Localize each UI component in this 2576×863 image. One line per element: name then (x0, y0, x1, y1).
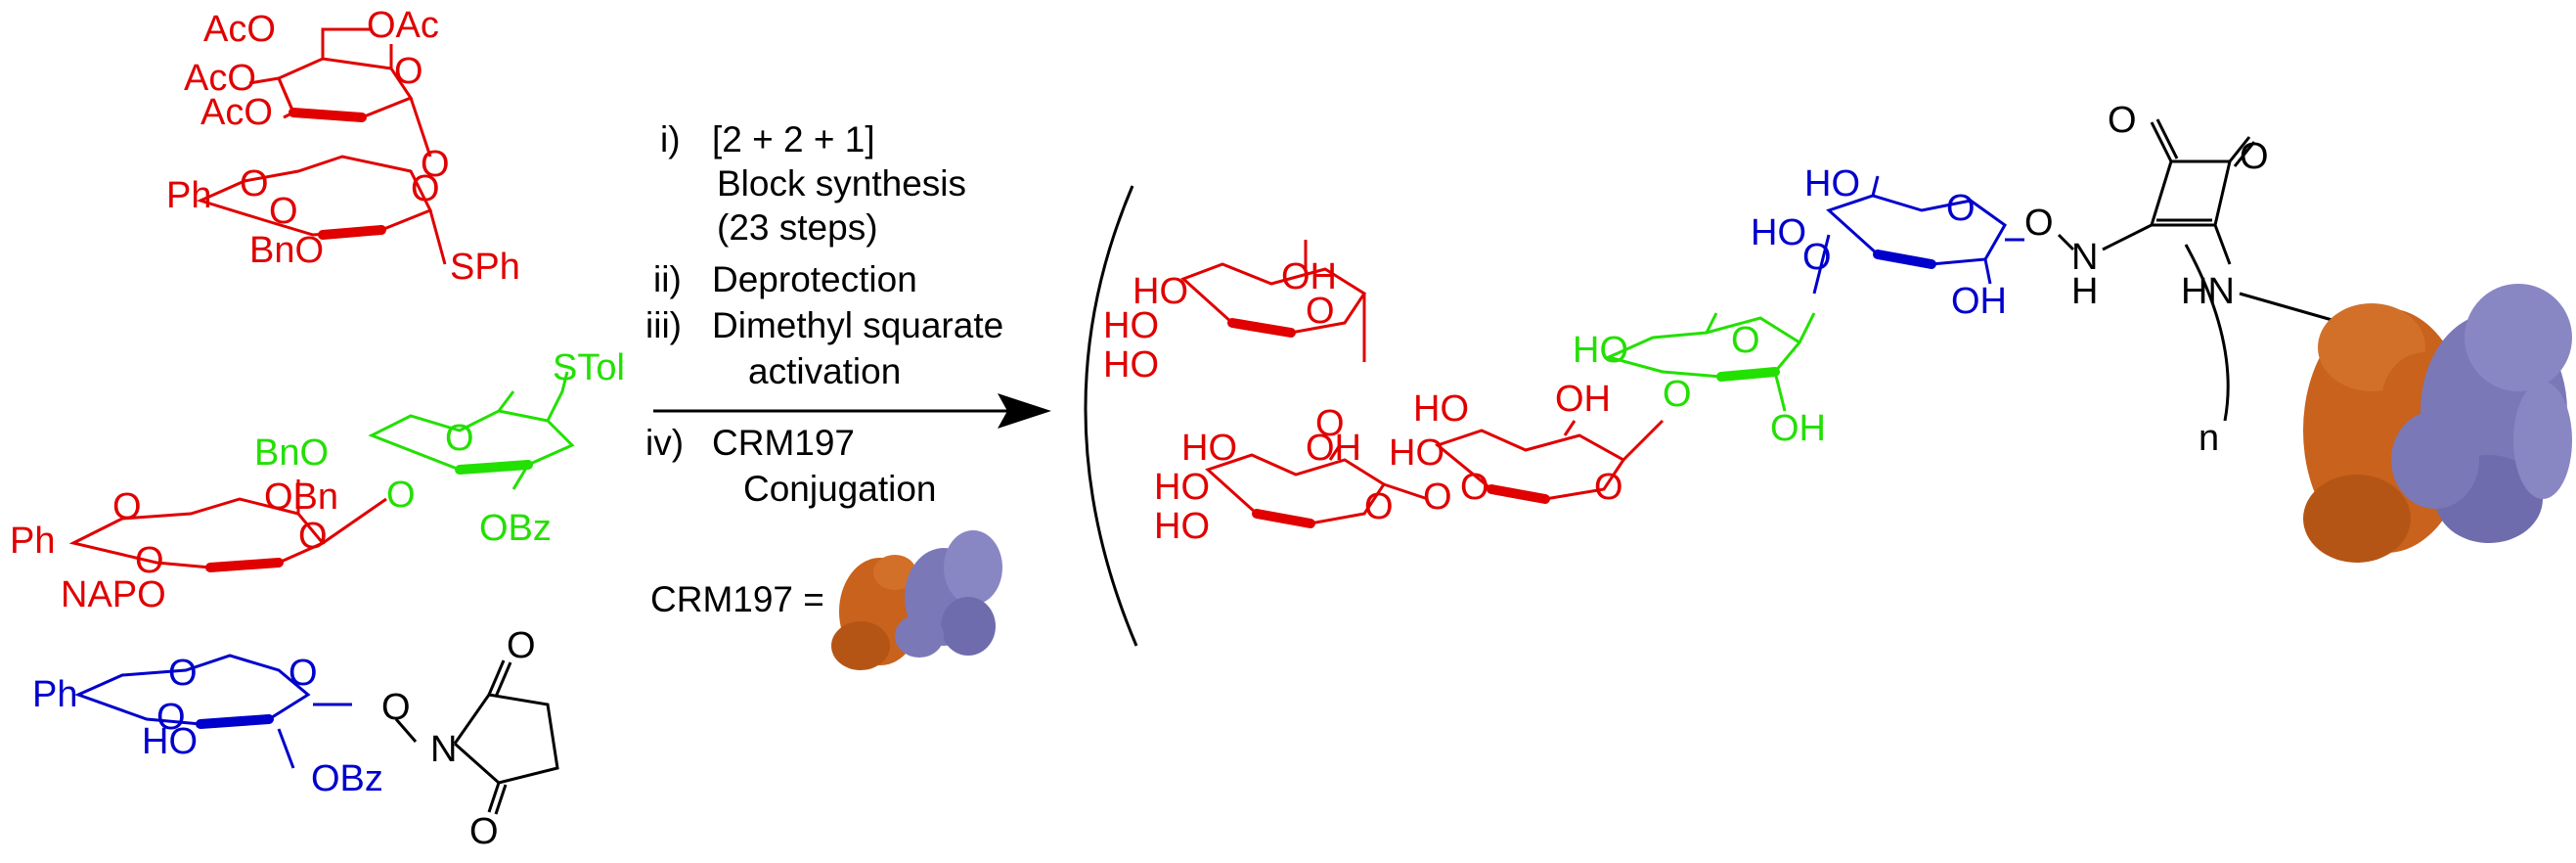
man2-ring-o: O (1364, 486, 1394, 527)
step4-number: iv) (645, 423, 684, 463)
aco-label-3: AcO (200, 92, 273, 133)
linker-n: N (2071, 237, 2098, 278)
glc-ring-o-1: O (168, 653, 198, 694)
linker-o: O (2024, 203, 2054, 244)
crm197-legend-text: CRM197 = (650, 579, 824, 619)
bno-label-1: BnO (249, 230, 324, 271)
ring-o-label-3: O (269, 191, 298, 232)
nhs-o-label: O (381, 687, 411, 728)
ph-label-1: Ph (166, 175, 211, 216)
glc-ho-4: HO (1751, 212, 1806, 253)
nhs-carbonyl-o-1: O (507, 625, 536, 666)
obz-label-fuc: OBz (479, 508, 552, 549)
man2-ho-1: HO (1181, 428, 1237, 469)
repeat-subscript: n (2198, 418, 2219, 459)
nhs-n-label: N (430, 729, 457, 770)
fuc-link-o: O (1663, 374, 1692, 415)
man3-ho-2: HO (1389, 432, 1444, 474)
crm197-protein-large (2303, 284, 2572, 563)
man1-ho-2: HO (1103, 305, 1159, 346)
repeat-bracket-right (2184, 244, 2230, 422)
fucose-donor: STol O BnO O OBz (254, 347, 625, 549)
man3-oh: OH (1555, 379, 1611, 420)
obz-label-glc: OBz (311, 758, 383, 799)
step3-text: Dimethyl squarate (712, 305, 1003, 345)
glycoconjugate-product: n HO OH HO HO O O HO OH HO HO O O HO OH … (1084, 100, 2572, 647)
ring-o-label-4: O (411, 168, 440, 209)
glucose-acceptor: Ph O O O HO OBz O N O O (32, 625, 559, 852)
repeat-bracket-left (1084, 185, 1138, 647)
middle-ring-o-3: O (298, 516, 328, 557)
middle-mannose-block: Ph O O OBn NAPO O (10, 477, 387, 615)
fuc-oh: OH (1770, 408, 1826, 449)
man3-o-3: O (1460, 467, 1489, 508)
man2-ho-2: HO (1154, 467, 1210, 508)
linker-h: H (2071, 271, 2098, 312)
glc-oh: OH (1951, 281, 2007, 322)
napo-label: NAPO (61, 574, 166, 615)
man1-link-o: O (1315, 403, 1345, 444)
man1-ring-o: O (1306, 291, 1335, 332)
fucose-ring-o: O (445, 418, 474, 459)
aco-label-1: AcO (203, 9, 276, 50)
glc-ho-6: HO (1804, 163, 1860, 204)
middle-ring-o-2: O (135, 540, 164, 581)
man2-link-o: O (1423, 477, 1452, 518)
fucose-link-o: O (386, 475, 416, 516)
step1-line2: Block synthesis (717, 163, 966, 204)
man2-oh: OH (1306, 428, 1361, 469)
man1-oh: OH (1281, 256, 1337, 297)
fuc-ring-o: O (1731, 320, 1760, 361)
glc-link-o: O (1802, 237, 1832, 278)
man1-ho-3: HO (1103, 344, 1159, 386)
obn-label: OBn (264, 477, 338, 518)
glc-ring-o-3: O (289, 653, 318, 694)
step2-text: Deprotection (712, 259, 917, 299)
step1-text: [2 + 2 + 1] (712, 119, 875, 159)
ph-label-2: Ph (10, 521, 55, 562)
man2-ho-3: HO (1154, 506, 1210, 547)
step1-number: i) (660, 119, 681, 159)
step4-line2: Conjugation (743, 469, 936, 509)
reaction-conditions: i) [2 + 2 + 1] Block synthesis (23 steps… (645, 119, 1051, 670)
sph-label: SPh (450, 247, 520, 288)
step4-text: CRM197 (712, 423, 855, 463)
stol-label: STol (553, 347, 625, 388)
bno-label-fuc: BnO (254, 432, 329, 474)
glc-ring-o-2: O (156, 697, 186, 738)
man1-ho-1: HO (1133, 271, 1188, 312)
ring-o-label-2: O (240, 163, 269, 204)
step3-number: iii) (645, 305, 682, 345)
crm197-protein-icon (831, 530, 1002, 670)
aco-label-2: AcO (184, 58, 256, 99)
reaction-arrow-head (998, 393, 1051, 429)
glyco-o-label: O (421, 144, 450, 185)
ring-o-label-1: O (394, 51, 423, 92)
fuc-ho: HO (1573, 330, 1628, 371)
nhs-carbonyl-o-2: O (469, 811, 499, 852)
glc-ring-o: O (1946, 188, 1976, 229)
mannose-disaccharide-donor: AcO OAc AcO AcO O O O Ph O O BnO SPh (166, 5, 520, 288)
squarate-o-1: O (2108, 100, 2137, 141)
squarate-o-2: O (2240, 136, 2269, 177)
oac-label: OAc (367, 5, 439, 46)
man3-ho-1: HO (1413, 388, 1469, 430)
man3-ring-o: O (1594, 467, 1623, 508)
step2-number: ii) (653, 259, 682, 299)
step1-line3: (23 steps) (717, 207, 878, 248)
hn-label: HN (2181, 271, 2235, 312)
step3-line2: activation (748, 351, 901, 391)
middle-ring-o-1: O (112, 486, 142, 527)
ho-label-glc: HO (142, 721, 198, 762)
ph-label-3: Ph (32, 674, 77, 715)
